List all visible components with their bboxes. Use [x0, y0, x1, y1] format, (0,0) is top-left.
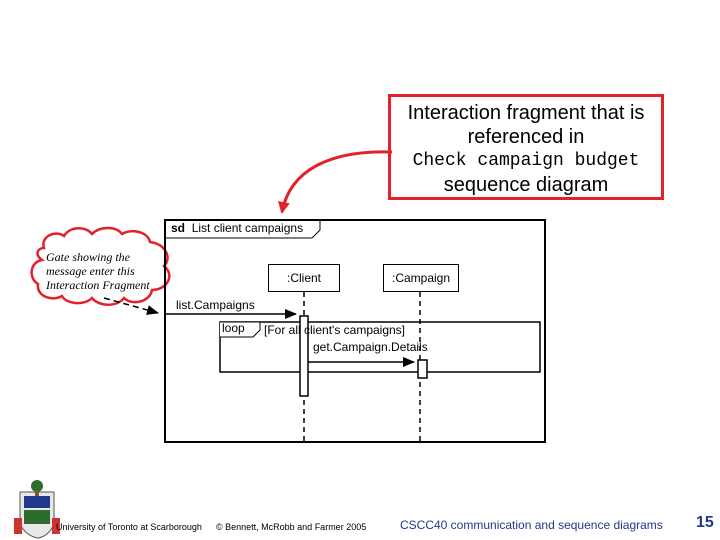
footer-course-title: CSCC40 communication and sequence diagra… — [400, 518, 663, 532]
page-number: 15 — [696, 514, 714, 531]
reference-callout-box: Interaction fragment that is referenced … — [388, 94, 664, 200]
footer-university: University of Toronto at Scarborough — [56, 522, 202, 532]
university-crest — [14, 480, 60, 539]
loop-guard-label: [For all client's campaigns] — [264, 323, 406, 337]
client-activation — [299, 315, 309, 397]
message-label-get-campaign-details: get.Campaign.Details — [313, 340, 428, 354]
footer-copyright: © Bennett, McRobb and Farmer 2005 — [216, 522, 367, 532]
sd-frame-name: List client campaigns — [191, 221, 304, 235]
sd-frame-label: sd List client campaigns — [171, 221, 303, 235]
gate-note-line-2: message enter this — [46, 264, 135, 278]
sd-keyword: sd — [171, 221, 186, 235]
callout-line-1: Interaction fragment that is — [407, 102, 645, 124]
loop-operator-label: loop — [222, 321, 245, 335]
message-label-list-campaigns: list.Campaigns — [176, 298, 255, 312]
sd-frame — [164, 219, 546, 443]
gate-note-cloud — [30, 226, 171, 306]
loop-tab — [220, 321, 261, 338]
campaign-activation — [417, 359, 428, 379]
callout-line-4: sequence diagram — [443, 174, 609, 196]
loop-fragment — [219, 321, 541, 373]
gate-note-line-3: Interaction Fragment — [46, 278, 150, 292]
callout-line-3: Check campaign budget — [412, 151, 640, 171]
lifeline-head-client: :Client — [268, 264, 340, 292]
gate-note-line-1: Gate showing the — [46, 250, 130, 264]
callout-arrow — [277, 150, 393, 214]
callout-line-2: referenced in — [467, 126, 585, 148]
lifeline-head-campaign: :Campaign — [383, 264, 459, 292]
